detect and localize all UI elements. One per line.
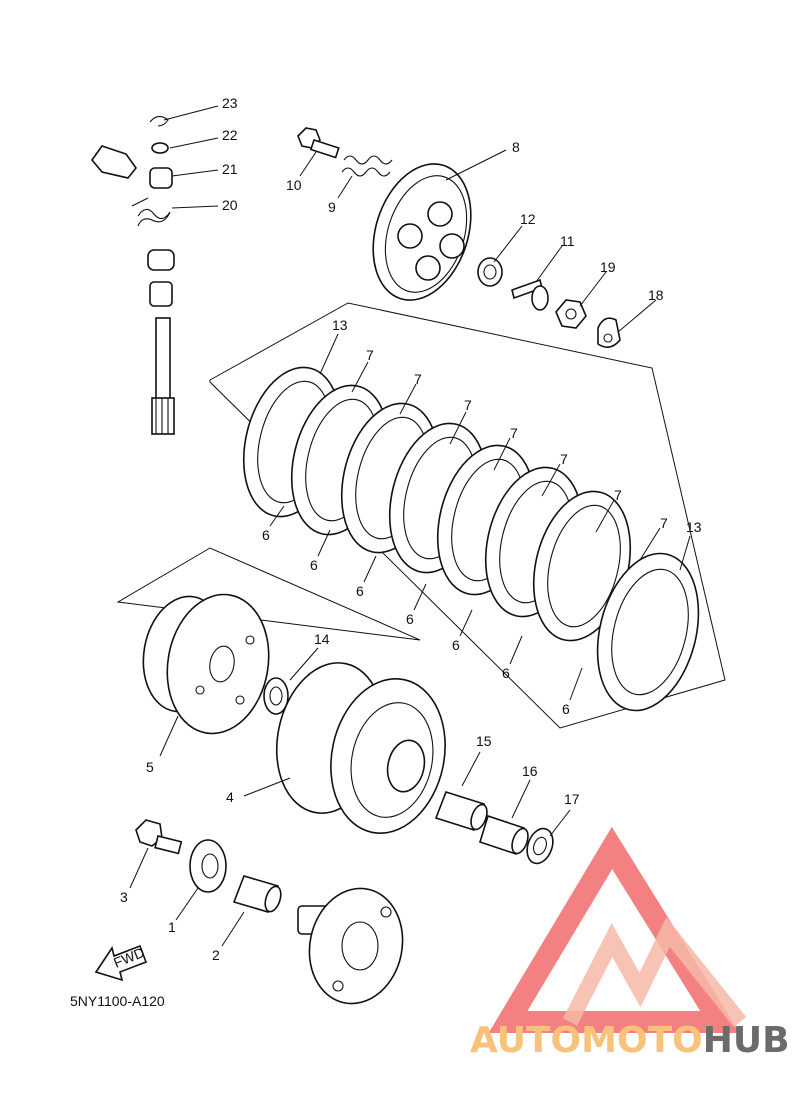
callout-15: 15 [476,733,492,749]
callout-6-5: 6 [452,637,460,653]
callout-22: 22 [222,127,238,143]
friction-plate-13b [596,552,700,712]
lever-collar-21 [149,167,173,189]
watermark-m-icon [562,917,747,1027]
spring-20 [131,197,171,227]
clutch-boss-5 [142,593,270,735]
push-shaft-gear [151,397,175,435]
callout-7-6: 7 [614,487,622,503]
watermark-logo: AUTOMOTOHUB [470,826,790,1061]
collar-2 [232,875,282,913]
diagram-code: 5NY1100-A120 [70,993,165,1009]
callout-7-7: 7 [660,515,668,531]
callout-labels: 23 22 21 20 10 9 8 12 11 19 18 13 13 7 7… [120,95,702,963]
callout-7-5: 7 [560,451,568,467]
push-lever-assembly [90,115,175,435]
bolt-3 [135,819,183,855]
needle-bearing-16 [479,814,529,856]
clutch-housing-4 [275,662,446,834]
callout-7-1: 7 [366,347,374,363]
spring-9 [343,155,393,165]
watermark-text-automoto: AUTOMOTO [470,1020,703,1061]
fwd-arrow-icon: FWD [94,944,148,982]
callout-11: 11 [560,233,575,249]
callout-6-1: 6 [262,527,270,543]
callout-21: 21 [222,161,238,177]
bearing-12 [477,257,503,287]
svg-text:AUTOMOTOHUB: AUTOMOTOHUB [470,1020,790,1061]
callout-12: 12 [520,211,536,227]
watermark-text-hub: HUB [703,1020,790,1061]
pressure-plate-group [297,127,621,348]
callout-23: 23 [222,95,238,111]
callout-4: 4 [226,789,234,805]
callout-7-3: 7 [464,397,472,413]
callout-7-2: 7 [414,371,422,387]
push-shaft [155,317,171,401]
callout-2: 2 [212,947,220,963]
push-lever-21 [90,145,138,179]
callout-17: 17 [564,791,580,807]
leader-lines [129,105,691,947]
hub-group-box [116,547,421,641]
callout-19: 19 [600,259,616,275]
callout-13-bottom: 13 [686,519,702,535]
oil-pump-drive [297,887,404,1005]
callout-13-top: 13 [332,317,348,333]
callout-6-2: 6 [310,557,318,573]
primary-drive-gear-1 [189,839,227,893]
callout-1: 1 [168,919,176,935]
callout-10: 10 [286,177,302,193]
callout-20: 20 [222,197,238,213]
callout-6-7: 6 [562,701,570,717]
callout-16: 16 [522,763,538,779]
callout-14: 14 [314,631,330,647]
nut-19 [555,299,587,329]
washer-22 [151,142,169,154]
callout-6-4: 6 [406,611,414,627]
callout-3: 3 [120,889,128,905]
shaft-seal [147,249,175,271]
clutch-plates [242,366,700,712]
washer-17 [526,827,554,865]
callout-9: 9 [328,199,336,215]
callout-6-6: 6 [502,665,510,681]
circlip-23 [149,115,169,127]
callout-18: 18 [648,287,664,303]
callout-7-4: 7 [510,425,518,441]
callout-6-3: 6 [356,583,364,599]
spacer-15 [434,791,488,831]
shaft-bearing [149,281,173,307]
plates-group-box [209,302,726,729]
callout-5: 5 [146,759,154,775]
lock-washer-18 [597,317,621,348]
callout-8: 8 [512,139,520,155]
thrust-washer-14 [263,677,289,715]
